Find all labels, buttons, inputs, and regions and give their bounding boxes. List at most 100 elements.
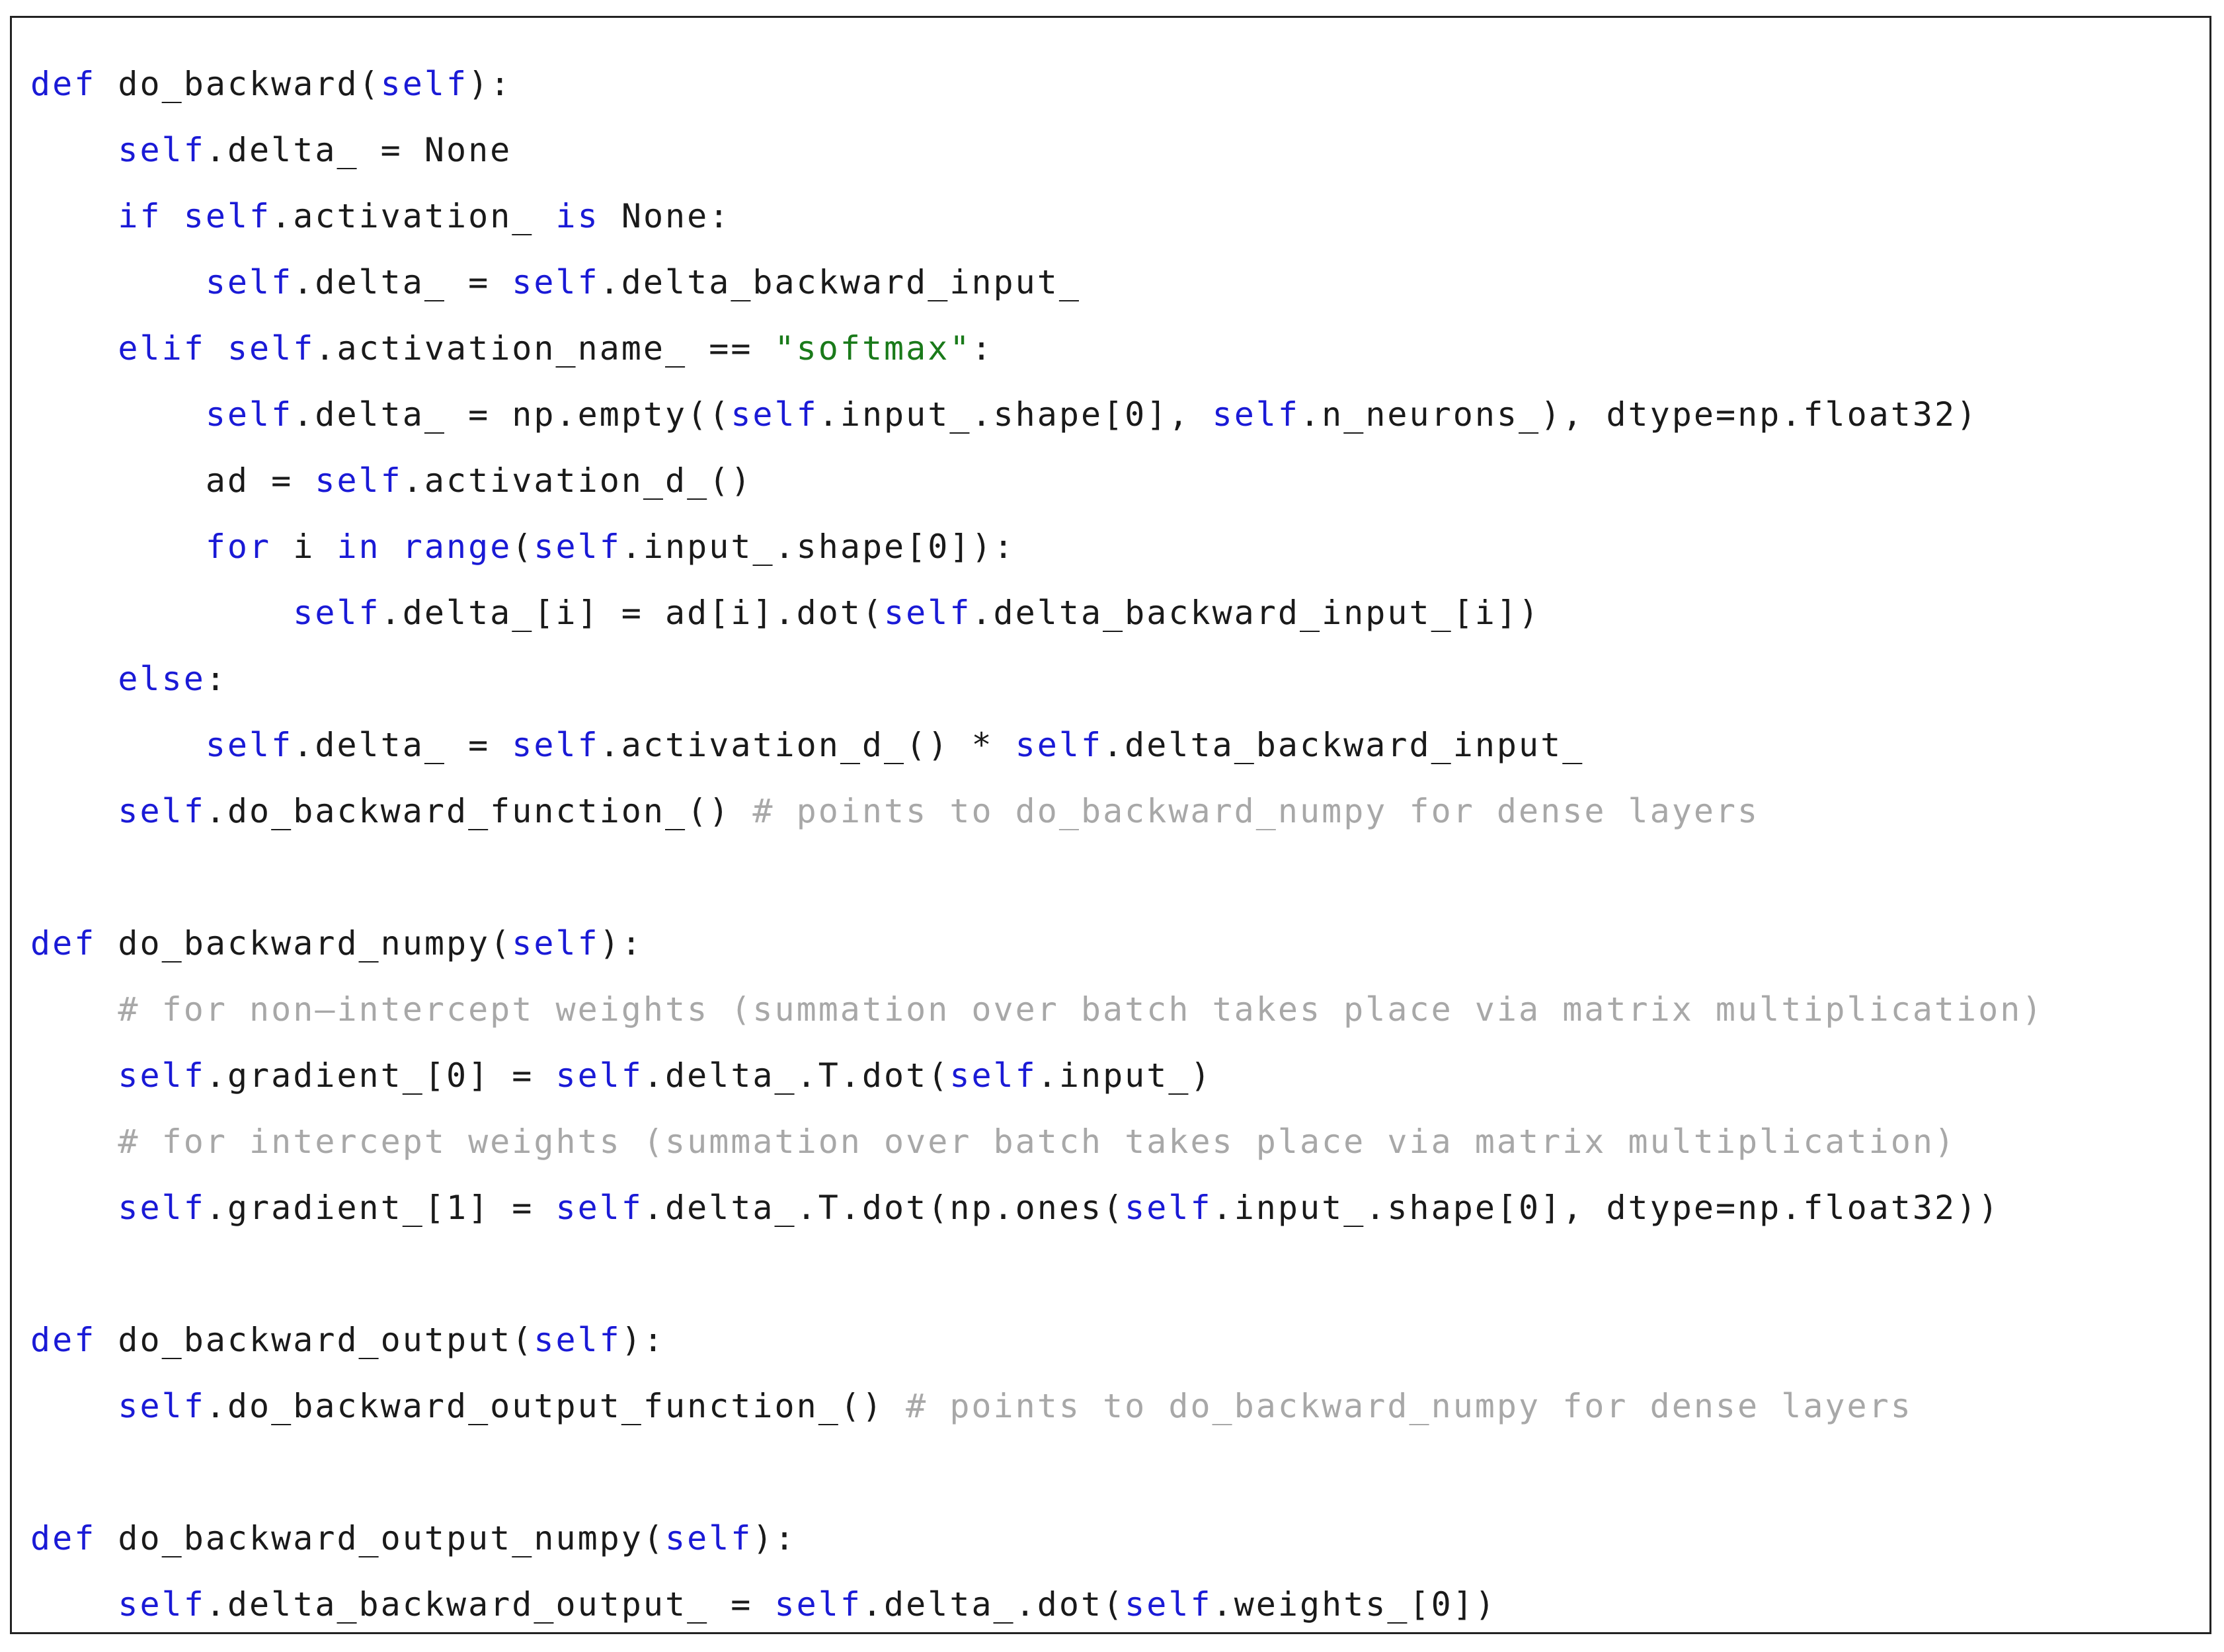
text-token: ad = <box>30 461 315 500</box>
text-token <box>30 792 118 830</box>
code-line <box>30 844 2044 910</box>
comment-token: # points to do_backward_numpy for dense … <box>906 1387 1913 1425</box>
keyword-token: for <box>205 528 272 566</box>
code-line: def do_backward_output_numpy(self): <box>30 1505 2044 1571</box>
text-token: : <box>971 329 994 368</box>
keyword-token: self <box>293 594 381 632</box>
code-line: self.delta_ = self.activation_d_() * sel… <box>30 712 2044 778</box>
text-token: .delta_ = <box>293 263 512 301</box>
keyword-token: self <box>118 1189 206 1227</box>
keyword-token: self <box>118 1387 206 1425</box>
string-token: "softmax" <box>774 329 972 368</box>
keyword-token: self <box>118 792 206 830</box>
code-listing-frame: def do_backward(self): self.delta_ = Non… <box>10 16 2211 1634</box>
code-line <box>30 1439 2044 1505</box>
keyword-token: in <box>337 528 381 566</box>
text-token <box>30 726 206 764</box>
text-token: .activation_d_() * <box>599 726 1015 764</box>
text-token: .activation_name_ == <box>315 329 775 368</box>
text-token: do_backward_output_numpy( <box>96 1519 665 1557</box>
text-token <box>30 528 206 566</box>
text-token <box>162 197 184 235</box>
text-token: ): <box>752 1519 797 1557</box>
code-line: self.delta_ = None <box>30 117 2044 183</box>
keyword-token: self <box>1125 1189 1212 1227</box>
text-token: .input_.shape[0], dtype=np.float32)) <box>1212 1189 2001 1227</box>
code-line: self.delta_[i] = ad[i].dot(self.delta_ba… <box>30 580 2044 646</box>
keyword-token: self <box>118 1056 206 1095</box>
code-line: elif self.activation_name_ == "softmax": <box>30 315 2044 381</box>
keyword-token: self <box>731 395 818 434</box>
text-token: ( <box>512 528 534 566</box>
keyword-token: self <box>555 1189 643 1227</box>
keyword-token: def <box>30 1519 97 1557</box>
text-token <box>30 990 118 1029</box>
text-token: .delta_ = np.empty(( <box>293 395 731 434</box>
code-line: ad = self.activation_d_() <box>30 448 2044 514</box>
text-token: None: <box>599 197 731 235</box>
text-token <box>30 660 118 698</box>
code-line: def do_backward_numpy(self): <box>30 910 2044 976</box>
text-token: .n_neurons_), dtype=np.float32) <box>1300 395 1979 434</box>
text-token: .delta_ = <box>293 726 512 764</box>
keyword-token: self <box>205 263 294 301</box>
code-line: if self.activation_ is None: <box>30 183 2044 249</box>
text-token: .delta_.T.dot( <box>643 1056 950 1095</box>
text-token: .delta_ = None <box>205 131 512 169</box>
code-line: # for non—intercept weights (summation o… <box>30 976 2044 1042</box>
text-token: .do_backward_output_function_() <box>205 1387 906 1425</box>
text-token <box>30 329 118 368</box>
text-token <box>30 131 118 169</box>
keyword-token: self <box>534 528 621 566</box>
text-token <box>30 1387 118 1425</box>
keyword-token: self <box>227 329 315 368</box>
text-token <box>206 329 227 368</box>
keyword-token: self <box>884 594 972 632</box>
text-token: .do_backward_function_() <box>205 792 753 830</box>
text-token <box>381 528 403 566</box>
text-token: do_backward_output( <box>96 1321 534 1359</box>
text-token: i <box>271 528 337 566</box>
keyword-token: range <box>402 528 512 566</box>
comment-token: # for intercept weights (summation over … <box>118 1122 1957 1161</box>
text-token <box>30 263 206 301</box>
code-line: def do_backward_output(self): <box>30 1307 2044 1373</box>
code-line: # for intercept weights (summation over … <box>30 1109 2044 1175</box>
keyword-token: self <box>555 1056 643 1095</box>
keyword-token: def <box>30 1321 97 1359</box>
text-token: .activation_d_() <box>402 461 753 500</box>
keyword-token: self <box>512 263 600 301</box>
comment-token: # points to do_backward_numpy for dense … <box>752 792 1760 830</box>
text-token <box>30 1056 118 1095</box>
code-line: def do_backward(self): <box>30 51 2044 117</box>
text-token: .input_.shape[0], <box>818 395 1212 434</box>
text-token: ): <box>599 924 643 963</box>
code-line: for i in range(self.input_.shape[0]): <box>30 514 2044 580</box>
keyword-token: self <box>118 1585 206 1624</box>
text-token: .delta_backward_output_ = <box>205 1585 775 1624</box>
keyword-token: if <box>118 197 162 235</box>
text-token <box>30 1585 118 1624</box>
keyword-token: self <box>380 65 469 103</box>
code-line <box>30 1241 2044 1307</box>
text-token: do_backward_numpy( <box>96 924 512 963</box>
keyword-token: self <box>1125 1585 1212 1624</box>
text-token: .gradient_[1] = <box>205 1189 556 1227</box>
text-token: .delta_backward_input_[i]) <box>971 594 1541 632</box>
text-token: .gradient_[0] = <box>205 1056 556 1095</box>
text-token: .delta_.T.dot(np.ones( <box>643 1189 1125 1227</box>
text-token: do_backward( <box>96 65 381 103</box>
code-line: self.delta_ = self.delta_backward_input_ <box>30 249 2044 315</box>
code-line: self.do_backward_output_function_() # po… <box>30 1373 2044 1439</box>
keyword-token: is <box>555 197 600 235</box>
code-line: self.delta_ = np.empty((self.input_.shap… <box>30 381 2044 448</box>
keyword-token: self <box>664 1519 753 1557</box>
code-line: self.delta_backward_output_ = self.delta… <box>30 1571 2044 1637</box>
text-token: .weights_[0]) <box>1212 1585 1497 1624</box>
text-token: ): <box>621 1321 666 1359</box>
text-token <box>30 594 293 632</box>
text-token: .delta_backward_input_ <box>599 263 1081 301</box>
text-token: .input_) <box>1037 1056 1212 1095</box>
keyword-token: self <box>774 1585 862 1624</box>
text-token <box>30 197 118 235</box>
